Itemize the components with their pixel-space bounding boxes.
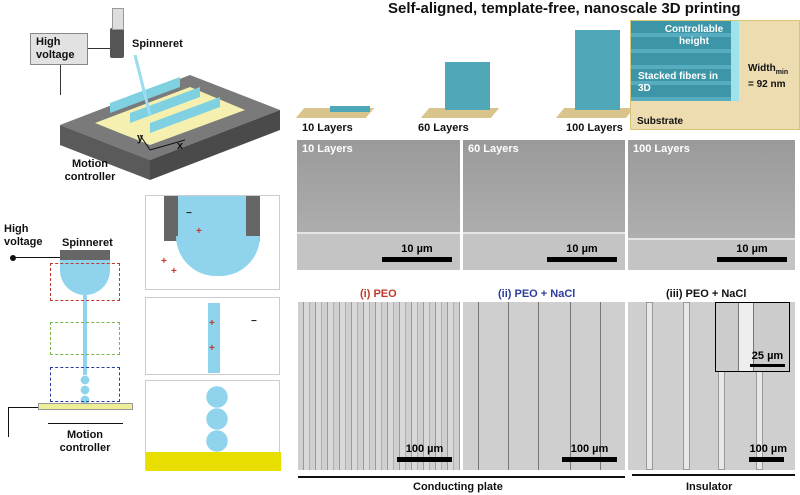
scale-bar: 10 µm: [382, 243, 452, 262]
insulator-label: Insulator: [686, 481, 733, 493]
inset: 25 µm: [715, 302, 790, 372]
optical-peo: 100 µm: [298, 302, 460, 470]
insulator-bracket: [632, 474, 795, 476]
spinneret: [110, 28, 124, 58]
nozzle: [60, 250, 110, 260]
conducting-bracket: [298, 476, 625, 478]
box-jet: [50, 322, 120, 355]
stacked-fibers-label: Stacked fibers in 3D: [638, 71, 719, 94]
motion-arrow: [48, 423, 123, 424]
box-stack: [50, 367, 120, 402]
ground: [8, 407, 9, 437]
scale-bar: 10 µm: [717, 243, 787, 262]
spinneret-label: Spinneret: [132, 38, 183, 50]
sem-100-layers: 100 Layers 10 µm: [628, 140, 795, 270]
sem-label: 100 Layers: [633, 143, 690, 155]
motion-controller-label: Motion controller: [64, 158, 116, 183]
scale-bar: 10 µm: [547, 243, 617, 262]
scale-bar: 100 µm: [397, 443, 452, 462]
page-title: Self-aligned, template-free, nanoscale 3…: [388, 0, 741, 17]
ground-wire: [60, 65, 61, 95]
stacked-fibers: [80, 375, 90, 405]
scale-bar: 100 µm: [749, 443, 787, 462]
optical-label-peo-nacl: (ii) PEO + NaCl: [498, 288, 576, 300]
wire: [88, 48, 110, 49]
sem-label: 10 Layers: [302, 143, 353, 155]
jet: [83, 295, 87, 375]
terminal: [10, 255, 16, 261]
layer-label-10: 10 Layers: [302, 122, 353, 134]
wire: [16, 257, 61, 258]
sem-60-layers: 60 Layers 10 µm: [463, 140, 625, 270]
controllable-height-label: Controllable height: [664, 24, 724, 47]
detail-stack: [145, 380, 281, 471]
conducting-plate-label: Conducting plate: [413, 481, 503, 493]
setup-diagram: High voltage Spinneret y x Motion contro…: [0, 0, 290, 190]
layer-label-100: 100 Layers: [566, 122, 623, 134]
zoom-inset: Controllable height Stacked fibers in 3D…: [630, 20, 800, 130]
axis-x: x: [177, 140, 184, 152]
syringe: [112, 8, 124, 30]
substrate: [38, 403, 133, 410]
optical-label-peo: (i) PEO: [360, 288, 397, 300]
high-voltage-box: [30, 33, 88, 65]
box-nozzle: [50, 263, 120, 301]
high-voltage-label-2: High voltage: [4, 223, 43, 248]
motion-controller-label-2: Motion controller: [59, 429, 111, 454]
width-label: Widthmin= 92 nm: [748, 63, 789, 90]
stage-platform: [60, 55, 280, 180]
detail-jet: ++−: [145, 297, 280, 375]
axis-y: y: [137, 132, 144, 144]
scale-bar: 100 µm: [562, 443, 617, 462]
layer-render: 10 Layers 60 Layers 100 Layers Controlla…: [290, 20, 800, 138]
spinneret-label-2: Spinneret: [62, 237, 113, 249]
sem-label: 60 Layers: [468, 143, 519, 155]
mechanism-diagram: High voltage Spinneret Motion controller…: [0, 195, 290, 471]
optical-label-peo-nacl-insulator: (iii) PEO + NaCl: [666, 288, 747, 300]
substrate-label: Substrate: [637, 116, 684, 127]
high-voltage-label: High voltage: [36, 36, 75, 61]
sem-10-layers: 10 Layers 10 µm: [297, 140, 460, 270]
detail-nozzle: −+++: [145, 195, 280, 290]
optical-peo-nacl: 100 µm: [463, 302, 625, 470]
layer-label-60: 60 Layers: [418, 122, 469, 134]
optical-insulator: 25 µm 100 µm: [628, 302, 795, 470]
